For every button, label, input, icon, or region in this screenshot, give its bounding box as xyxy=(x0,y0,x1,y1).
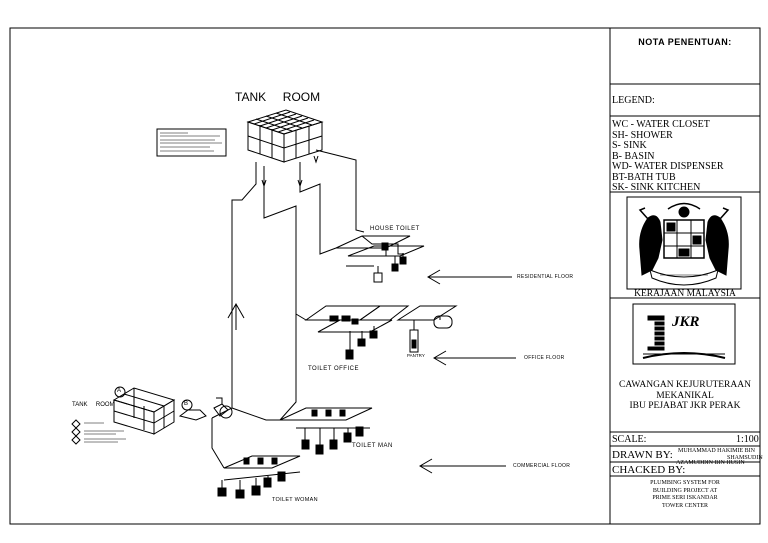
floor-arrows xyxy=(419,269,516,474)
department-line: CAWANGAN KEJURUTERAAN xyxy=(619,380,751,390)
residential-floor-label: RESIDENTIAL FLOOR xyxy=(517,274,574,280)
scale-value: 1:100 xyxy=(736,434,759,445)
pump-icon xyxy=(178,409,207,421)
house-toilet-fixtures xyxy=(373,242,407,283)
legend-item: BT-BATH TUB xyxy=(612,171,676,183)
legend-item: WD- WATER DISPENSER xyxy=(612,161,724,172)
project-line: TOWER CENTER xyxy=(661,502,709,509)
ground-note-symbols xyxy=(71,419,126,445)
toilet-office-label: TOILET OFFICE xyxy=(308,366,359,372)
coat-of-arms-icon xyxy=(626,196,742,290)
marker-a xyxy=(114,386,126,398)
ground-tank xyxy=(112,387,176,435)
toilet-woman-label: TOILET WOMAN xyxy=(272,497,318,503)
project-line: PRIME SERI ISKANDAR xyxy=(652,495,718,501)
toilet-woman-slab xyxy=(211,418,301,481)
checked-by-label: CHACKED BY: xyxy=(612,464,686,476)
legend-item: SH- SHOWER xyxy=(612,129,673,141)
notes-heading: NOTA PENENTUAN: xyxy=(638,37,732,47)
legend-list: WC - WATER CLOSET SH- SHOWER S- SINK B- … xyxy=(612,119,724,194)
drawn-by-label: DRAWN BY: xyxy=(612,449,673,461)
tank-room-bottom-label: TANK ROOM xyxy=(72,402,115,408)
legend-item: S- SINK xyxy=(612,140,647,151)
legend-item: SK- SINK KITCHEN xyxy=(612,182,701,193)
office-floor-label: OFFICE FLOOR xyxy=(524,355,565,361)
jkr-logo-text: JKR xyxy=(672,314,700,330)
note-box xyxy=(156,128,227,157)
tank-room-top-label: TANK ROOM xyxy=(235,90,321,104)
toilet-woman-fixtures xyxy=(217,457,286,499)
project-title: PLUMBING SYSTEM FOR BUILDING PROJECT AT … xyxy=(610,480,760,510)
legend-item: B- BASIN xyxy=(612,150,655,162)
toilet-man-label: TOILET MAN xyxy=(352,443,393,449)
department-line: IBU PEJABAT JKR PERAK xyxy=(629,401,741,411)
marker-b-label: B xyxy=(184,401,189,407)
department-line: MEKANIKAL xyxy=(656,390,714,401)
house-toilet-slab xyxy=(335,235,425,267)
drawn-by-name: MUHAMMAD HAKIMIE BIN xyxy=(678,448,755,454)
drawn-by-name: SHAMSUDIN xyxy=(727,455,763,461)
project-line: PLUMBING SYSTEM FOR xyxy=(650,480,720,486)
office-slab xyxy=(304,305,458,333)
toilet-man-slab xyxy=(231,314,373,429)
project-line: BUILDING PROJECT AT xyxy=(652,487,718,494)
house-toilet-label: HOUSE TOILET xyxy=(370,226,420,232)
govt-name: KERAJAAN MALAYSIA xyxy=(634,289,736,299)
supply-riser xyxy=(211,162,257,419)
legend-title: LEGEND: xyxy=(612,95,655,106)
office-fixtures xyxy=(329,315,453,360)
toilet-man-fixtures xyxy=(301,409,364,455)
pantry-label: PANTRY xyxy=(407,353,425,358)
commercial-floor-label: COMMERCIAL FLOOR xyxy=(513,463,571,469)
marker-b xyxy=(181,399,193,411)
legend-item: WC - WATER CLOSET xyxy=(612,119,710,130)
jkr-logo-icon xyxy=(632,303,736,365)
roof-tank xyxy=(246,109,324,163)
marker-a-label: A xyxy=(117,388,122,394)
scale-label: SCALE: xyxy=(612,434,647,445)
drawing-frame xyxy=(9,27,761,525)
department-block: CAWANGAN KEJURUTERAAN MEKANIKAL IBU PEJA… xyxy=(610,380,760,412)
checked-by-name: AZAMUDDIN BIN HUSIN xyxy=(676,460,745,466)
